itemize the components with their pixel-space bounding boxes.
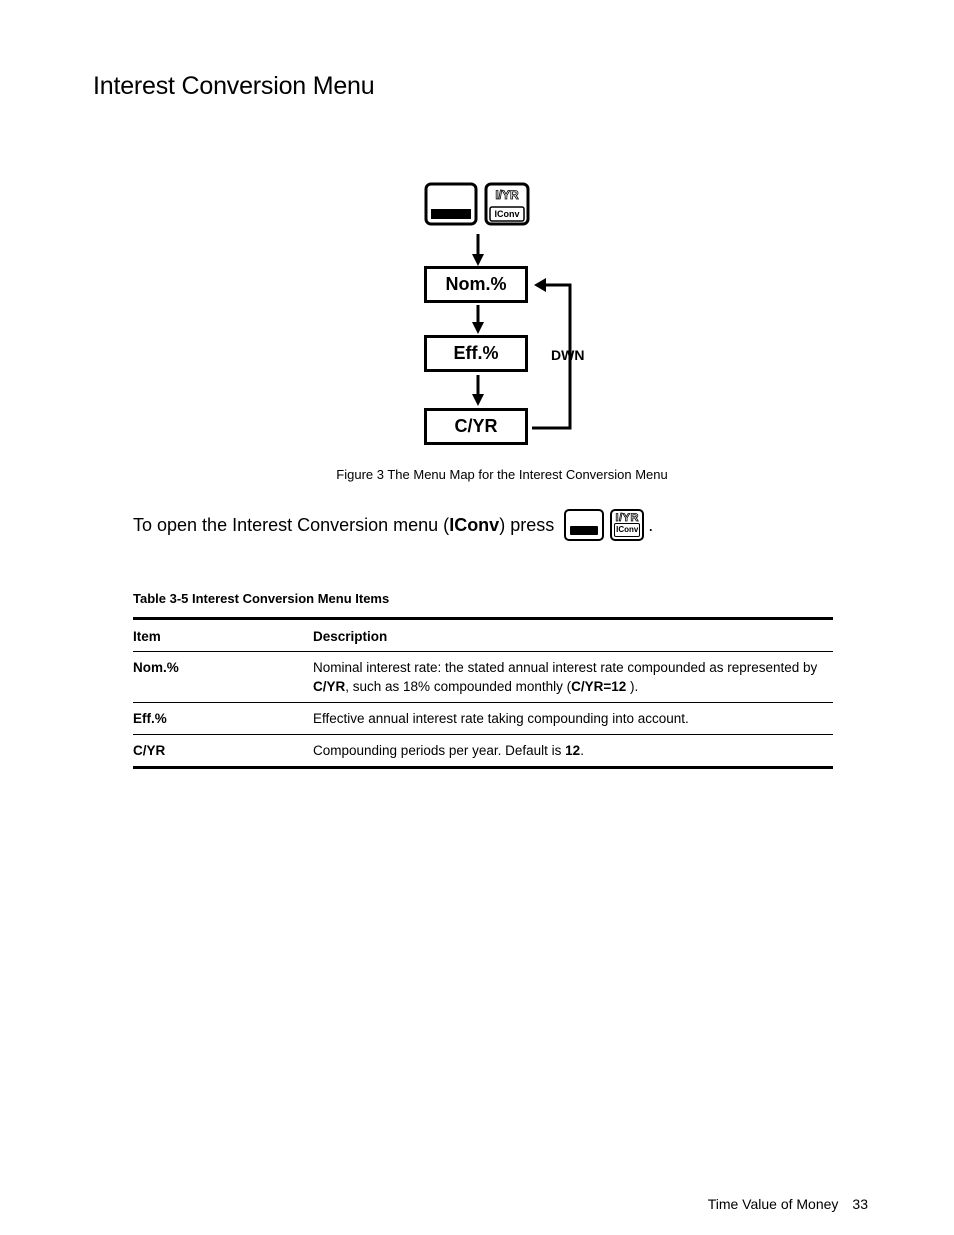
desc-text: Nominal interest rate: the stated annual… (313, 660, 818, 675)
table-caption: Table 3-5 Interest Conversion Menu Items (133, 591, 390, 606)
row-item: Eff.% (133, 702, 313, 735)
instruction-menu-name: IConv (449, 514, 500, 535)
menu-map-figure: I/YR IConv Nom.% Eff.% C/YR DWN (420, 178, 600, 454)
row-description: Compounding periods per year. Default is… (313, 734, 833, 768)
desc-text: ). (626, 679, 639, 694)
dwn-label: DWN (551, 347, 585, 363)
desc-text: . (580, 743, 584, 758)
desc-text: , such as 18% compounded monthly ( (345, 679, 572, 694)
instruction-prefix: To open the Interest Conversion menu ( (133, 514, 450, 535)
row-description: Effective annual interest rate taking co… (313, 702, 833, 735)
desc-bold: 12 (565, 743, 581, 758)
menu-item-nom: Nom.% (424, 266, 528, 303)
instruction-line: To open the Interest Conversion menu (IC… (133, 505, 653, 545)
table-row: Nom.% Nominal interest rate: the stated … (133, 652, 833, 703)
desc-bold: C/YR (313, 679, 346, 694)
iyr-key-icon (484, 182, 530, 226)
menu-map-diagram (424, 182, 572, 430)
dwn-loop-line (532, 283, 572, 430)
menu-items-table: Item Description Nom.% Nominal interest … (133, 617, 833, 769)
footer-section: Time Value of Money (707, 1196, 839, 1212)
shift-key-inline-icon (564, 509, 605, 541)
page-title: Interest Conversion Menu (93, 72, 375, 100)
header-item: Item (133, 618, 313, 652)
shift-key-bar (431, 209, 471, 219)
iconv-key-label-box (489, 206, 525, 222)
menu-item-eff: Eff.% (424, 335, 528, 372)
arrow-head-1 (472, 254, 484, 266)
iconv-inline-bottom-label: IConv (614, 523, 641, 537)
desc-bold: C/YR=12 (571, 679, 627, 694)
iconv-key-bottom-label: IConv (494, 209, 520, 219)
iyr-inline-top-label: I/YR (615, 512, 639, 525)
page-footer: Time Value of Money 33 (708, 1196, 868, 1212)
arrow-head-3 (472, 394, 484, 406)
header-description: Description (313, 618, 833, 652)
iyr-key-inline-icon: I/YR IConv (610, 509, 645, 541)
dwn-loop-arrowhead (534, 278, 546, 292)
table-row: Eff.% Effective annual interest rate tak… (133, 702, 833, 735)
row-item: C/YR (133, 734, 313, 768)
shift-key-inline-bar (570, 526, 599, 535)
row-item: Nom.% (133, 660, 179, 675)
page-number: 33 (852, 1196, 868, 1212)
table-header-row: Item Description (133, 618, 833, 652)
shift-key-icon (424, 182, 478, 226)
instruction-end: . (648, 514, 654, 535)
iyr-key-top-label: I/YR (495, 188, 519, 203)
desc-text: Compounding periods per year. Default is (313, 743, 566, 758)
arrow-head-2 (472, 322, 484, 334)
figure-caption: Figure 3 The Menu Map for the Interest C… (336, 467, 668, 482)
instruction-suffix: ) press (499, 514, 555, 535)
table-row: C/YR Compounding periods per year. Defau… (133, 734, 833, 768)
row-description: Nominal interest rate: the stated annual… (313, 652, 833, 703)
menu-item-cyr: C/YR (424, 408, 528, 445)
